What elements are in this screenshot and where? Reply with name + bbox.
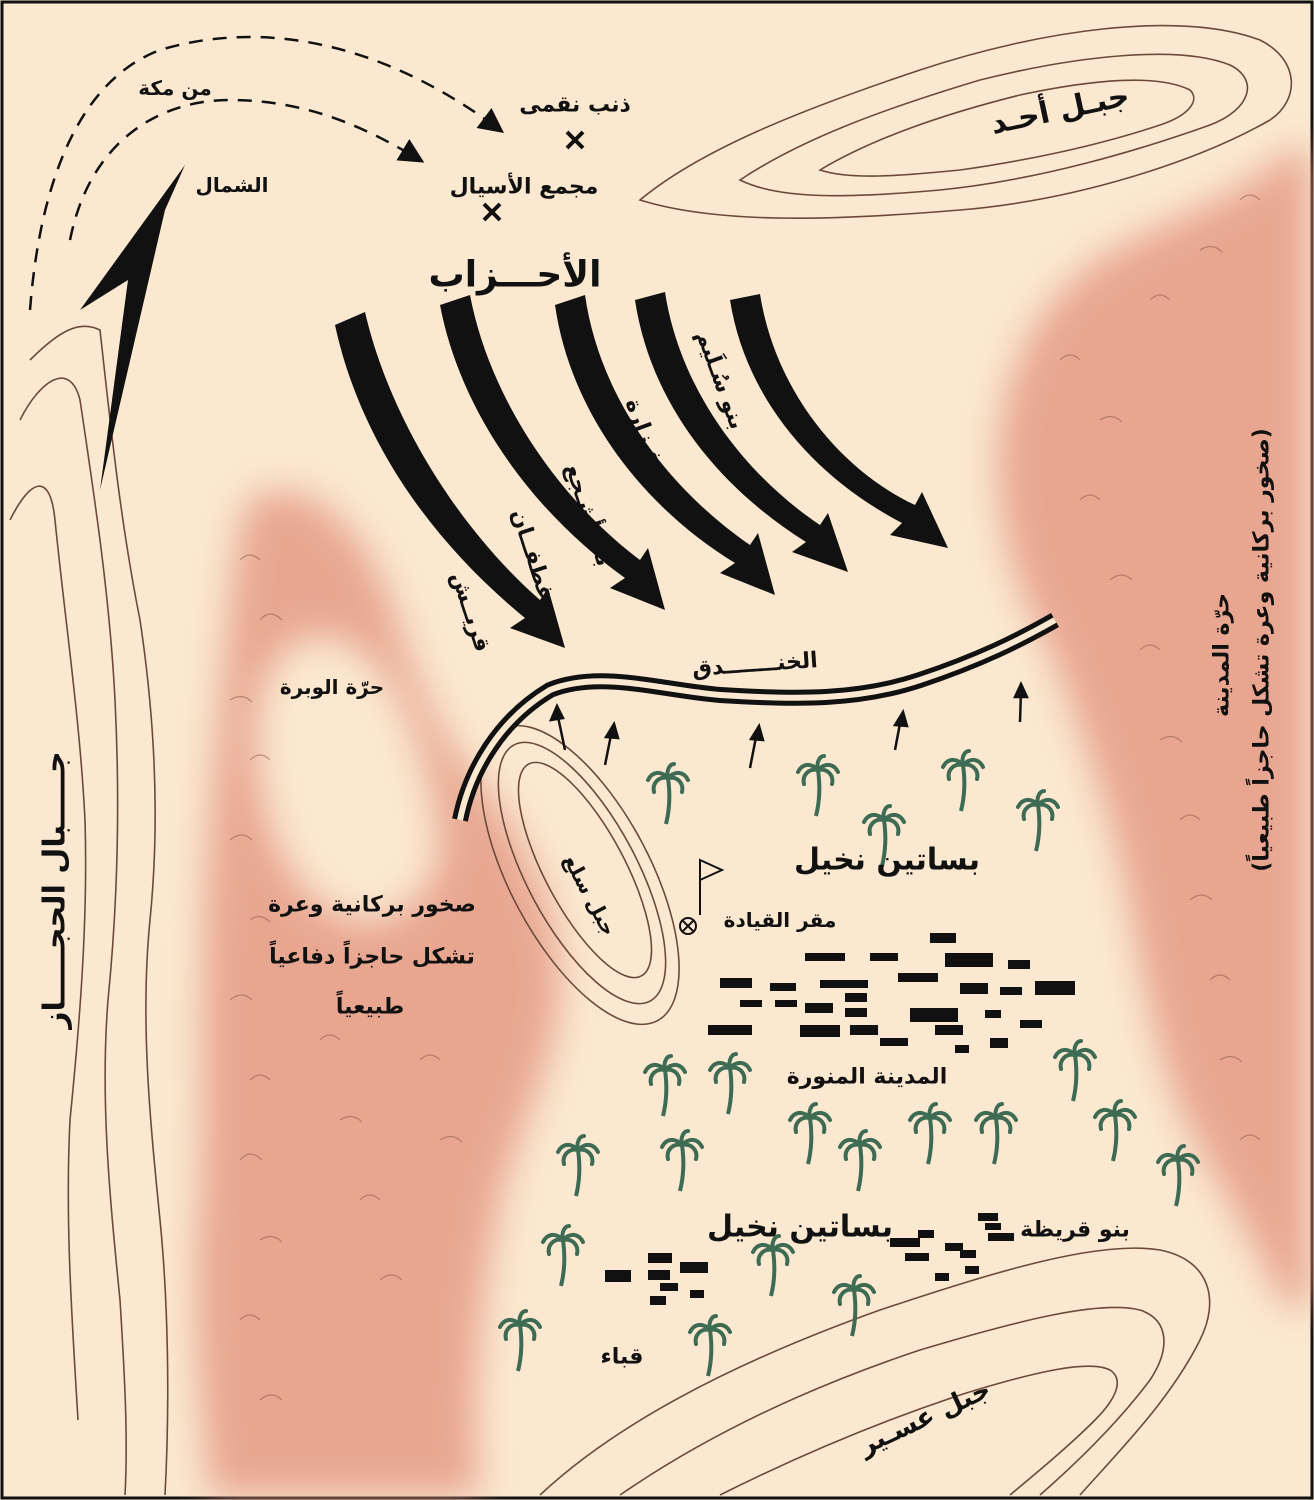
lava-texture <box>229 194 1261 1401</box>
label-quba: قباء <box>600 1344 644 1370</box>
harrat-wabra-lava <box>195 491 561 1495</box>
label-dhanab-naqma: ذنب نقمى <box>519 92 631 118</box>
route-from-makkah-inner <box>68 98 425 241</box>
label-volcanic-west-2: تشكل حاجزاً دفاعياً <box>269 944 475 970</box>
defense-arrows <box>548 681 1029 769</box>
label-north: الشمال <box>195 173 269 197</box>
flag-circle-icon <box>679 858 725 935</box>
label-harrat-wabra: حرّة الوبرة <box>279 675 385 699</box>
jabal-uhud-contours <box>638 24 1293 219</box>
madinah-houses <box>708 933 1075 1053</box>
route-from-makkah-outer <box>28 35 505 311</box>
label-volcanic-east: (صخور بركانية وعرة تشكل حاجزاً طبيعياً) <box>1249 428 1275 872</box>
hijaz-mountains-contours <box>9 325 169 1496</box>
label-volcanic-west-1: صخور بركانية وعرة <box>268 892 476 918</box>
label-palm-gardens-north: بساتين نخيل <box>794 842 980 878</box>
label-volcanic-west-3: طبيعياً <box>335 994 405 1020</box>
label-palm-gardens-south: بساتين نخيل <box>707 1209 893 1245</box>
north-arrow-icon <box>80 165 185 490</box>
label-hijaz-mountains: جـــــبال الحجـــــاز <box>37 751 73 1029</box>
trench-line <box>452 613 1059 822</box>
ahzab-attack-arrows <box>335 292 948 648</box>
harrat-madinah-lava <box>998 150 1310 1310</box>
jabal-sal-contours <box>480 724 680 1026</box>
label-ahzab: الأحـــزاب <box>428 254 602 296</box>
label-harrat-madinah: حرّة المدينة <box>1209 592 1235 718</box>
jabal-ayr-contours <box>539 1247 1211 1496</box>
label-madinah: المدينة المنورة <box>786 1064 948 1090</box>
bani-qurayza-houses <box>890 1213 1014 1281</box>
label-bani-qurayza: بنو قريظة <box>1020 1217 1130 1243</box>
label-from-makkah: من مكة <box>138 76 212 100</box>
quba-houses <box>605 1253 708 1305</box>
label-majma-asyal: مجمع الأسيال <box>449 174 599 200</box>
label-command-hq: مقر القيادة <box>723 908 837 932</box>
